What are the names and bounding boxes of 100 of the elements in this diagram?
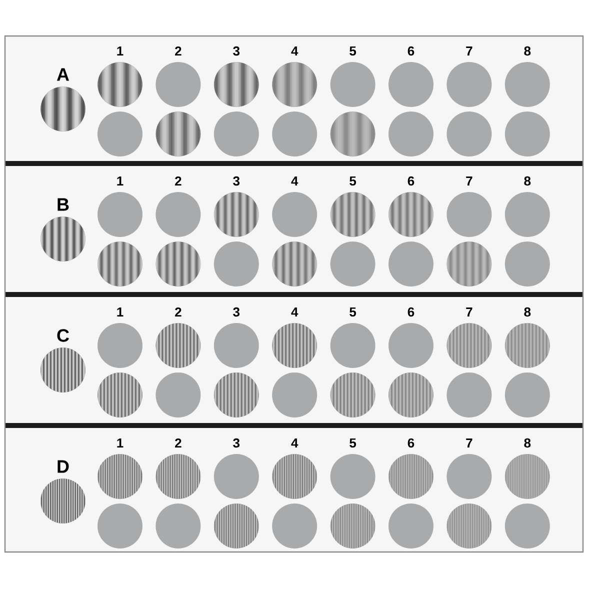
blank-circle bbox=[98, 192, 142, 237]
blank-circle bbox=[388, 242, 434, 286]
column-number: 7 bbox=[466, 176, 472, 186]
grating-circle bbox=[272, 242, 318, 286]
column-number: 8 bbox=[524, 176, 531, 186]
column-number: 4 bbox=[291, 438, 298, 448]
grating-circle bbox=[330, 372, 376, 418]
blank-circle bbox=[504, 112, 550, 156]
grating-circle bbox=[330, 504, 376, 548]
column-number: 5 bbox=[350, 438, 356, 448]
column-number: 6 bbox=[408, 438, 414, 448]
column-number: 4 bbox=[291, 176, 298, 186]
panel-letter: C bbox=[57, 329, 70, 342]
grating-circle bbox=[40, 478, 86, 524]
column-number: 7 bbox=[466, 46, 472, 56]
column-number: 8 bbox=[524, 438, 531, 448]
column-number: 3 bbox=[233, 438, 240, 448]
grating-circle bbox=[330, 192, 376, 237]
blank-circle bbox=[98, 323, 142, 368]
column-number: 4 bbox=[291, 308, 298, 316]
blank-circle bbox=[388, 112, 434, 156]
grating-circle bbox=[214, 504, 259, 548]
blank-circle bbox=[272, 192, 318, 237]
blank-circle bbox=[272, 372, 318, 418]
grating-circle bbox=[272, 62, 318, 107]
grating-circle bbox=[446, 242, 492, 286]
blank-circle bbox=[504, 242, 550, 286]
blank-circle bbox=[156, 192, 201, 237]
blank-circle bbox=[504, 192, 550, 237]
blank-circle bbox=[156, 504, 201, 548]
blank-circle bbox=[388, 62, 434, 107]
column-number: 5 bbox=[350, 307, 356, 317]
blank-circle bbox=[330, 242, 376, 286]
grating-circle bbox=[388, 372, 434, 418]
column-number: 3 bbox=[233, 307, 240, 317]
column-number: 4 bbox=[291, 46, 298, 56]
column-number: 1 bbox=[117, 46, 124, 56]
blank-circle bbox=[446, 372, 492, 418]
column-number: 7 bbox=[466, 438, 472, 448]
column-number: 2 bbox=[175, 438, 182, 448]
grating-circle bbox=[98, 454, 142, 499]
panel-letter: B bbox=[58, 198, 69, 211]
blank-circle bbox=[446, 62, 492, 107]
grating-circle bbox=[156, 242, 201, 286]
column-number: 1 bbox=[117, 308, 124, 316]
blank-circle bbox=[504, 504, 550, 548]
blank-circle bbox=[214, 323, 259, 368]
column-number: 1 bbox=[117, 438, 124, 448]
grating-circle bbox=[504, 454, 550, 499]
blank-circle bbox=[330, 454, 376, 499]
grating-circle bbox=[98, 372, 142, 418]
blank-circle bbox=[214, 112, 259, 156]
grating-circle bbox=[156, 454, 201, 499]
blank-circle bbox=[388, 323, 434, 368]
blank-circle bbox=[156, 372, 201, 418]
grating-circle bbox=[214, 372, 259, 418]
grating-circle bbox=[156, 112, 201, 156]
blank-circle bbox=[156, 62, 201, 107]
grating-circle bbox=[330, 112, 376, 156]
blank-circle bbox=[330, 323, 376, 368]
column-number: 3 bbox=[233, 46, 240, 56]
grating-circle bbox=[214, 62, 259, 107]
blank-circle bbox=[330, 62, 376, 107]
column-number: 2 bbox=[175, 307, 182, 317]
column-number: 5 bbox=[350, 46, 356, 56]
panel-letter: A bbox=[56, 68, 70, 81]
blank-circle bbox=[272, 504, 318, 548]
blank-circle bbox=[98, 112, 142, 156]
grating-circle bbox=[272, 454, 318, 499]
column-number: 2 bbox=[175, 46, 182, 56]
column-number: 1 bbox=[117, 176, 124, 186]
blank-circle bbox=[446, 112, 492, 156]
blank-circle bbox=[446, 192, 492, 237]
column-number: 8 bbox=[524, 46, 531, 56]
grating-circle bbox=[156, 323, 201, 368]
grating-circle bbox=[504, 323, 550, 368]
column-number: 6 bbox=[408, 46, 414, 56]
column-number: 2 bbox=[175, 176, 182, 186]
column-number: 7 bbox=[466, 308, 472, 316]
blank-circle bbox=[214, 454, 259, 499]
blank-circle bbox=[446, 454, 492, 499]
panel-letter: D bbox=[58, 460, 69, 473]
blank-circle bbox=[272, 112, 318, 156]
grating-circle bbox=[98, 242, 142, 286]
grating-circle bbox=[388, 454, 434, 499]
grating-circle bbox=[272, 323, 318, 368]
column-number: 5 bbox=[350, 176, 356, 186]
grating-circle bbox=[388, 192, 434, 237]
blank-circle bbox=[504, 372, 550, 418]
blank-circle bbox=[388, 504, 434, 548]
grating-circle bbox=[214, 192, 259, 237]
column-number: 8 bbox=[524, 307, 531, 317]
column-number: 6 bbox=[408, 307, 414, 317]
grating-circle bbox=[40, 348, 86, 392]
grating-circle bbox=[40, 86, 86, 132]
grating-circle bbox=[98, 62, 142, 107]
grating-circle bbox=[40, 216, 86, 262]
grating-circle bbox=[446, 323, 492, 368]
blank-circle bbox=[98, 504, 142, 548]
blank-circle bbox=[504, 62, 550, 107]
